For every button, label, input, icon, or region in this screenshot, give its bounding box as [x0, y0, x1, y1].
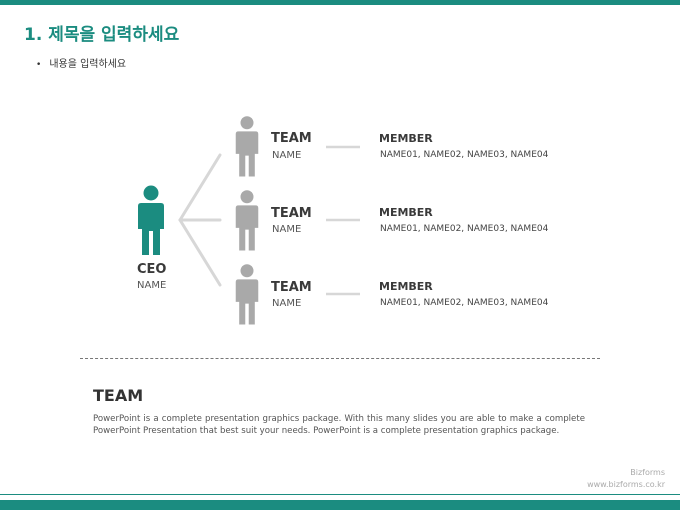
member-names: NAME01, NAME02, NAME03, NAME04	[380, 150, 549, 160]
member-names: NAME01, NAME02, NAME03, NAME04	[380, 298, 549, 308]
member-title: MEMBER	[379, 206, 433, 219]
bottom-accent-bar	[0, 500, 680, 510]
ceo-name: NAME	[137, 280, 167, 291]
team-name: NAME	[272, 298, 302, 309]
team-person-icon	[235, 264, 259, 325]
ceo-person-icon	[138, 185, 164, 255]
section-title: TEAM	[93, 386, 144, 405]
member-connector	[326, 292, 360, 296]
team-person-icon	[235, 190, 259, 251]
bottom-accent-line	[0, 494, 680, 495]
bullet-icon: •	[36, 60, 42, 70]
member-title: MEMBER	[379, 132, 433, 145]
ceo-title: CEO	[137, 262, 167, 277]
member-title: MEMBER	[379, 280, 433, 293]
member-names: NAME01, NAME02, NAME03, NAME04	[380, 224, 549, 234]
brand-name: Bizforms	[630, 468, 665, 477]
team-title: TEAM	[271, 206, 312, 221]
brand-block: Bizforms www.bizforms.co.kr	[587, 467, 665, 491]
team-title: TEAM	[271, 131, 312, 146]
team-name: NAME	[272, 224, 302, 235]
member-connector	[326, 218, 360, 222]
team-title: TEAM	[271, 280, 312, 295]
subtitle-text: 내용을 입력하세요	[49, 59, 127, 70]
section-body: PowerPoint is a complete presentation gr…	[93, 414, 585, 436]
page-title: 1. 제목을 입력하세요	[24, 25, 180, 45]
subtitle: • 내용을 입력하세요	[36, 55, 126, 70]
org-connector	[178, 153, 222, 287]
team-person-icon	[235, 116, 259, 177]
top-accent-bar	[0, 0, 680, 5]
dashed-divider	[80, 358, 600, 359]
brand-url: www.bizforms.co.kr	[587, 480, 665, 489]
team-name: NAME	[272, 150, 302, 161]
member-connector	[326, 145, 360, 149]
